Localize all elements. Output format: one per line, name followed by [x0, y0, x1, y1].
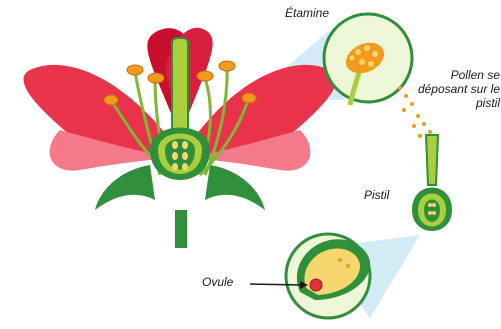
ovule-label: Ovule	[202, 275, 233, 289]
ovule-callout	[286, 234, 370, 318]
ovule-dot	[310, 279, 322, 291]
etamine-label: Étamine	[285, 6, 329, 20]
pollen-label: Pollen se déposant sur le pistil	[412, 68, 500, 110]
pistil-detail	[412, 135, 452, 231]
flower-stem	[175, 210, 187, 248]
etamine-callout	[324, 14, 412, 105]
pistil-label: Pistil	[364, 188, 389, 202]
